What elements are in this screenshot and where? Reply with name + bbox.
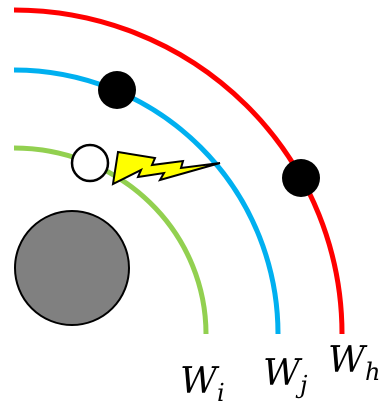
label-inner-arc: Wi [180,361,225,406]
label-outer-arc: Wh [328,340,380,386]
label-middle-arc: Wj [263,353,308,399]
middle-electron [98,71,136,109]
label-inner-main: W [180,361,220,402]
hollow-electron [70,143,110,183]
outer-electron [282,159,320,197]
lightning-bolt-icon [111,150,221,186]
label-middle-main: W [263,353,303,394]
middle-arc [13,67,281,335]
inner-arc [13,145,209,335]
label-outer-main: W [328,340,368,381]
core-circle [14,210,130,326]
outer-arc [13,7,345,335]
label-outer-sub: h [365,358,380,386]
label-inner-sub: i [217,379,225,406]
